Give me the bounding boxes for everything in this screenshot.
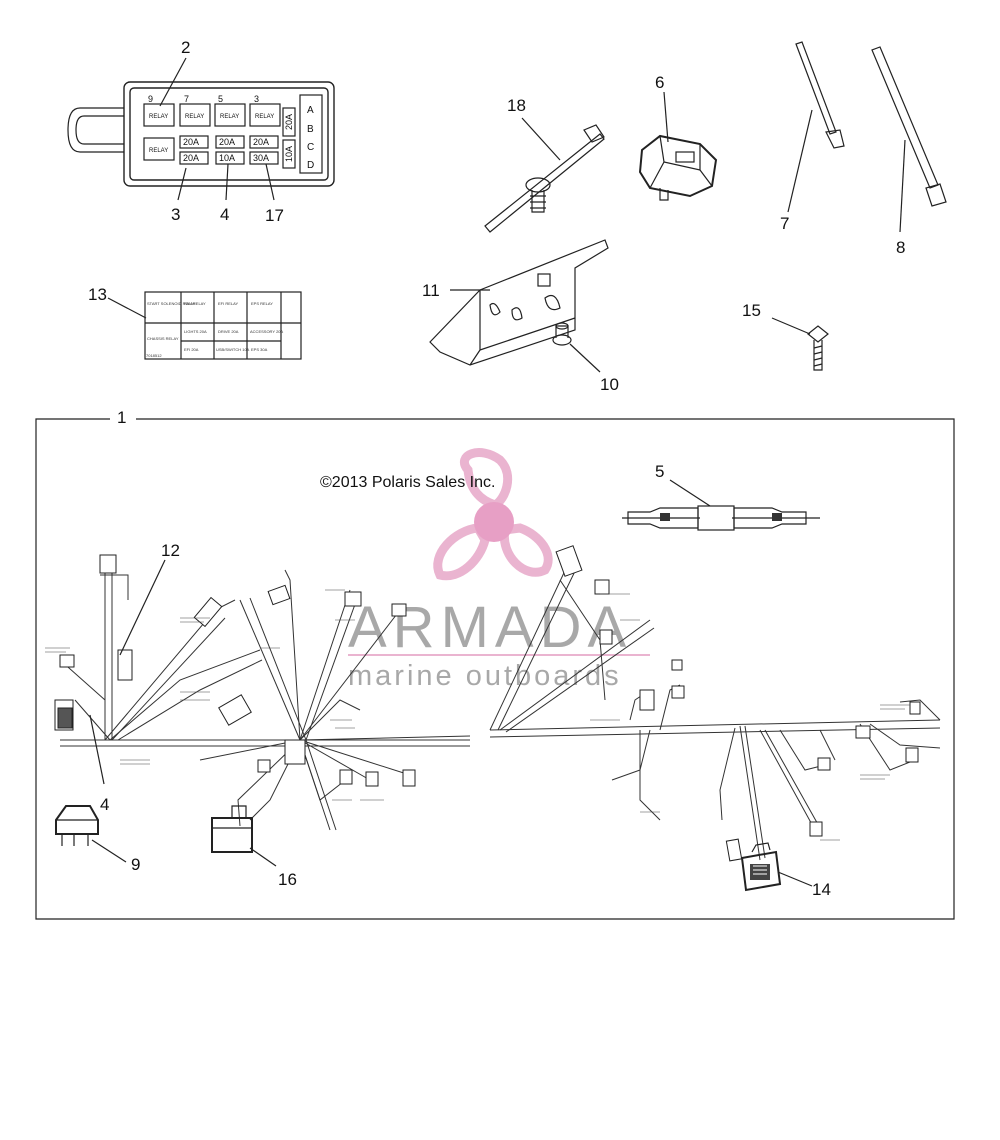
svg-text:3: 3 <box>254 94 259 104</box>
callout-16: 16 <box>278 870 297 889</box>
push-pin-10 <box>552 322 601 373</box>
callout-5: 5 <box>655 462 664 481</box>
svg-text:LIGHTS 20A: LIGHTS 20A <box>184 329 207 334</box>
fuse-decal: START SOLENOID RELAY FAN RELAY EFI RELAY… <box>107 291 302 360</box>
callout-14: 14 <box>812 880 831 899</box>
cable-tie-18 <box>484 117 605 233</box>
socket-14 <box>740 842 813 892</box>
svg-text:20A: 20A <box>219 137 235 147</box>
svg-text:EPS RELAY: EPS RELAY <box>251 301 273 306</box>
bolt-15 <box>771 317 829 371</box>
inline-fuse-5 <box>622 479 820 531</box>
callout-18: 18 <box>507 96 526 115</box>
svg-text:30A: 30A <box>253 153 269 163</box>
svg-text:FAN RELAY: FAN RELAY <box>184 301 206 306</box>
module-16 <box>211 805 277 867</box>
svg-text:RELAY: RELAY <box>149 148 168 154</box>
harness-connectors <box>54 545 921 862</box>
fuse-box: 9 7 5 3 RELAY RELAY RELAY RELAY RELAY 20… <box>67 57 335 201</box>
callout-3: 3 <box>171 205 180 224</box>
watermark-tagline: marine outboards <box>348 660 622 692</box>
callout-4-top: 4 <box>220 205 229 224</box>
harness-frame: 1 <box>35 408 955 920</box>
callout-9: 9 <box>131 855 140 874</box>
svg-text:EFI 20A: EFI 20A <box>184 347 199 352</box>
svg-text:10A: 10A <box>284 146 294 162</box>
svg-text:D: D <box>307 160 314 171</box>
svg-text:9: 9 <box>148 94 153 104</box>
svg-text:B: B <box>307 124 314 135</box>
svg-text:EPS 30A: EPS 30A <box>251 347 268 352</box>
svg-text:7018512: 7018512 <box>146 353 162 358</box>
strap-8 <box>871 46 947 233</box>
callout-1: 1 <box>117 408 126 427</box>
svg-text:10A: 10A <box>219 153 235 163</box>
svg-text:RELAY: RELAY <box>149 114 168 120</box>
svg-text:20A: 20A <box>183 137 199 147</box>
svg-text:RELAY: RELAY <box>185 114 204 120</box>
svg-text:20A: 20A <box>183 153 199 163</box>
svg-text:5: 5 <box>218 94 223 104</box>
callout-4-harness: 4 <box>100 795 109 814</box>
callout-10: 10 <box>600 375 619 394</box>
copyright-notice: ©2013 Polaris Sales Inc. <box>320 474 495 491</box>
svg-text:20A: 20A <box>253 137 269 147</box>
bracket-11 <box>429 239 609 366</box>
watermark-brand: ARMADA <box>348 595 632 660</box>
svg-text:START SOLENOID RELAY: START SOLENOID RELAY <box>147 301 196 306</box>
svg-text:A: A <box>307 105 314 116</box>
main-harness <box>59 559 941 861</box>
callout-12: 12 <box>161 541 180 560</box>
svg-text:7: 7 <box>184 94 189 104</box>
propeller-logo <box>433 448 553 581</box>
callout-7: 7 <box>780 214 789 233</box>
harness-label-marks <box>45 589 910 841</box>
callout-8: 8 <box>896 238 905 257</box>
svg-text:CHASSIS RELAY: CHASSIS RELAY <box>147 336 179 341</box>
callout-15: 15 <box>742 301 761 320</box>
connector-clip-6 <box>638 91 718 201</box>
callout-17: 17 <box>265 206 284 225</box>
svg-text:RELAY: RELAY <box>220 114 239 120</box>
svg-text:EFI RELAY: EFI RELAY <box>218 301 238 306</box>
svg-text:DRIVE 20A: DRIVE 20A <box>218 329 239 334</box>
strap-7 <box>787 41 845 213</box>
callout-6: 6 <box>655 73 664 92</box>
svg-text:C: C <box>307 142 314 153</box>
callout-2: 2 <box>181 38 190 57</box>
svg-text:ACCESSORY 20A: ACCESSORY 20A <box>250 329 284 334</box>
callout-11: 11 <box>422 281 440 300</box>
svg-text:USB/SWITCH 10A: USB/SWITCH 10A <box>216 347 250 352</box>
callout-13: 13 <box>88 285 107 304</box>
svg-text:RELAY: RELAY <box>255 114 274 120</box>
relay-9 <box>55 805 127 863</box>
svg-text:20A: 20A <box>284 114 294 130</box>
fuse-box-numbers: 9 7 5 3 <box>148 94 259 104</box>
